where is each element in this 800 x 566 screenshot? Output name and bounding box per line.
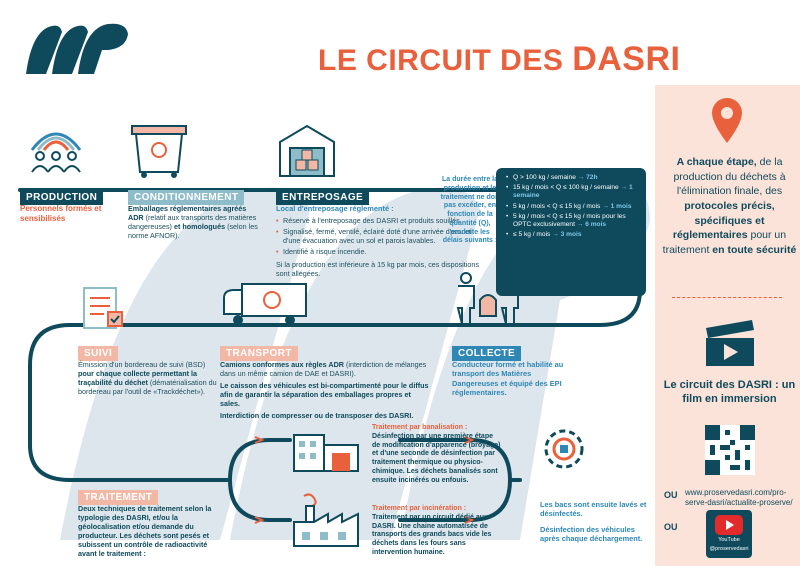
suivi-text: Émission d'un bordereau de suivi (BSD) p… — [78, 360, 217, 396]
people-rainbow-icon — [30, 132, 82, 173]
incineration-text: Traitement par un circuit dédié aux DASR… — [372, 513, 492, 556]
entreposage-head: ENTREPOSAGE — [276, 190, 370, 205]
title-prefix: LE CIRCUIT DES — [318, 44, 573, 77]
production-text: Personnels formés et sensibilisés — [20, 204, 102, 223]
website-link[interactable]: www.proservedasri.com/pro-serve-dasri/ac… — [685, 488, 793, 508]
treatment-building-icon — [293, 434, 359, 472]
conditionnement-text: Emballages réglementaires agréés ADR (re… — [128, 204, 258, 240]
incineration-title: Traitement par incinération : — [372, 505, 467, 512]
list-item: Q > 100 kg / semaine → 72h — [506, 174, 642, 182]
list-item: 15 kg / mois < Q ≤ 100 kg / semaine → 1 … — [506, 184, 642, 200]
side-text: A chaque étape, de la production du déch… — [662, 156, 797, 257]
lavage-p1: Les bacs sont ensuite lavés et désinfect… — [540, 500, 647, 519]
clipboard-icon — [83, 287, 123, 329]
production-head: PRODUCTION — [20, 190, 104, 205]
title-highlight: DASRI — [572, 40, 681, 78]
list-item: Signalisé, fermé, ventilé, éclairé doté … — [276, 227, 486, 245]
youtube-badge[interactable]: YouTube @proservedasri — [706, 510, 752, 558]
lavage-block: Les bacs sont ensuite lavés et désinfect… — [540, 500, 650, 543]
incinerator-icon — [293, 493, 359, 547]
traitement-head: TRAITEMENT — [78, 490, 159, 505]
conditionnement-head: CONDITIONNEMENT — [128, 190, 245, 205]
clapperboard-icon — [706, 320, 754, 366]
transport-head: TRANSPORT — [220, 346, 298, 361]
waste-bin-icon — [131, 125, 187, 178]
qr-code[interactable] — [705, 425, 755, 475]
banalisation-title: Traitement par banalisation : — [372, 424, 468, 431]
traitement-text: Deux techniques de traitement selon la t… — [78, 504, 212, 558]
collecte-head: COLLECTE — [452, 346, 522, 361]
list-item: ≤ 5 kg / mois → 3 mois — [506, 231, 642, 239]
entreposage-sub: Local d'entreposage réglementé : — [276, 204, 394, 213]
youtube-handle: @proservedasri — [709, 546, 749, 552]
lavage-p2: Désinfection des véhicules après chaque … — [540, 524, 643, 543]
suivi-head: SUIVI — [78, 346, 119, 361]
entreposage-list: Réservé à l'entreposage des DASRI et pro… — [276, 216, 486, 256]
youtube-label: YouTube — [718, 537, 740, 543]
recycle-gear-icon — [544, 429, 584, 469]
banalisation-text: Désinfection par une première étape de m… — [372, 432, 501, 484]
delay-list: Q > 100 kg / semaine → 72h 15 kg / mois … — [506, 174, 642, 242]
truck-icon — [223, 283, 307, 325]
incineration-block: Traitement par incinération : Traitement… — [372, 505, 497, 558]
delay-text: La durée entre la production et le trait… — [440, 176, 500, 245]
youtube-icon — [715, 515, 743, 535]
transport-text: Camions conformes aux règles ADR (interd… — [220, 360, 429, 420]
list-item: Réservé à l'entreposage des DASRI et pro… — [276, 216, 486, 225]
list-item: 5 kg / mois < Q ≤ 15 kg / mois pour les … — [506, 213, 642, 229]
ou-label-1: OU — [664, 490, 678, 500]
entreposage-block: Local d'entreposage réglementé : Réservé… — [276, 204, 486, 278]
film-title: Le circuit des DASRI : un film en immers… — [663, 379, 796, 406]
list-item: 5 kg / mois < Q ≤ 15 kg / mois → 1 mois — [506, 203, 642, 211]
proserve-logo — [26, 23, 128, 75]
list-item: Identifié à risque incendie. — [276, 247, 486, 256]
banalisation-block: Traitement par banalisation : Désinfecti… — [372, 424, 502, 485]
page-title: LE CIRCUIT DES DASRI — [318, 40, 680, 79]
entreposage-note: Si la production est inférieure à 15 kg … — [276, 260, 479, 279]
collectors-icon — [456, 272, 519, 325]
side-divider — [672, 297, 782, 298]
collecte-text: Conducteur formé et habilité au transpor… — [452, 360, 564, 397]
warehouse-icon — [279, 124, 335, 177]
location-pin-icon — [712, 98, 742, 143]
ou-label-2: OU — [664, 522, 678, 532]
